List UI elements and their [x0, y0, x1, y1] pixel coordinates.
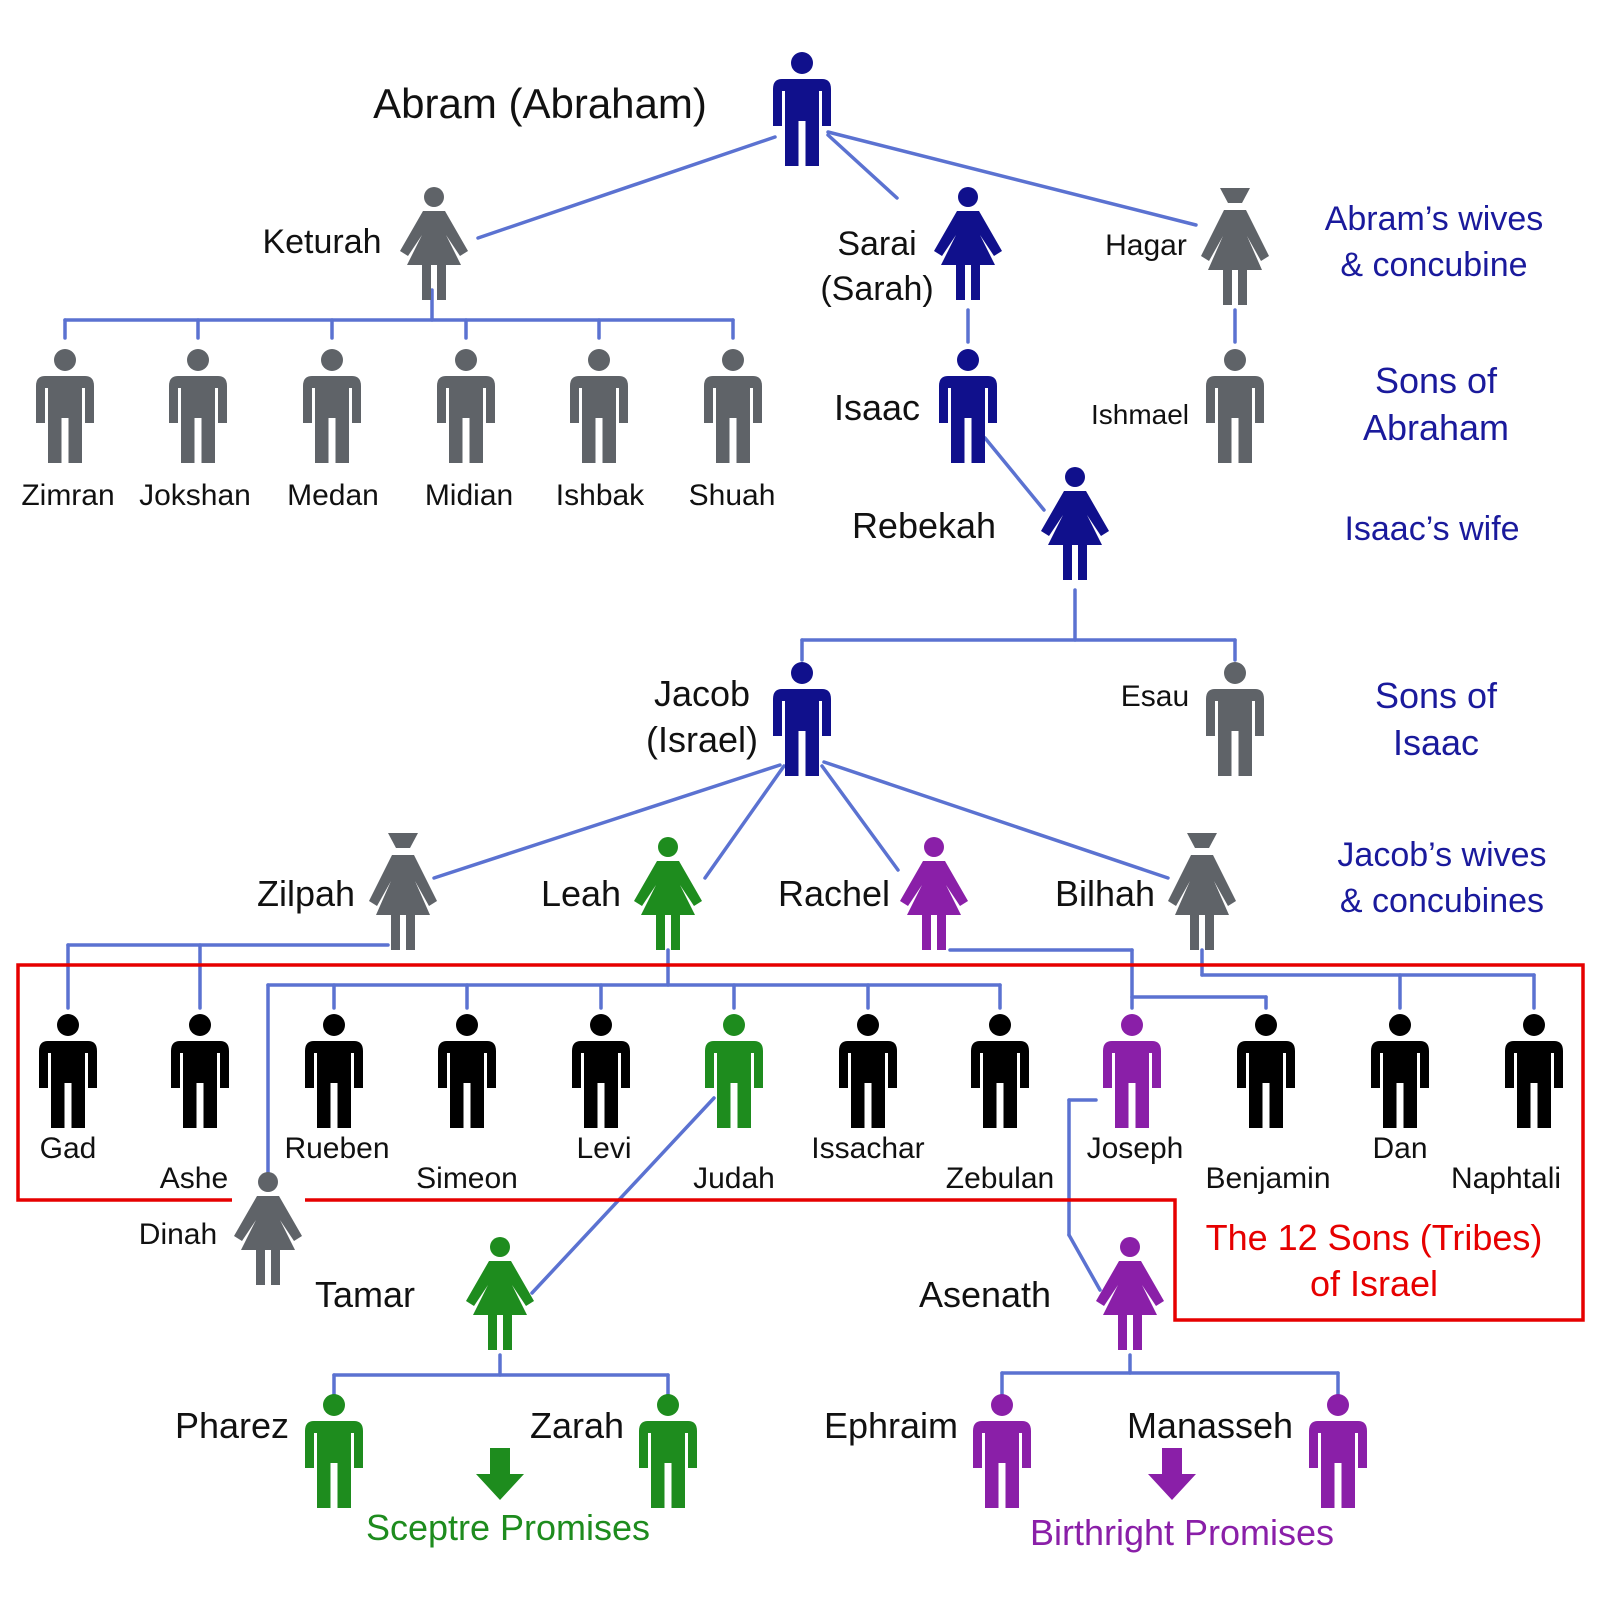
birthright-arrow-icon — [1148, 1448, 1196, 1500]
judah-figure — [705, 1014, 763, 1128]
issachar-figure — [839, 1014, 897, 1128]
label-sons-of-abraham-line2: Abraham — [1363, 407, 1509, 448]
label-joseph: Joseph — [1087, 1132, 1184, 1165]
ishmael-figure — [1206, 349, 1264, 463]
rachel-figure — [900, 837, 968, 950]
label-benjamin: Benjamin — [1205, 1162, 1330, 1195]
dan-figure — [1371, 1014, 1429, 1128]
label-sons-of-abraham-line1: Sons of — [1375, 360, 1498, 401]
joseph-figure — [1103, 1014, 1161, 1128]
tribes-caption-line1: The 12 Sons (Tribes) — [1206, 1217, 1543, 1258]
label-manasseh: Manasseh — [1127, 1405, 1293, 1446]
label-medan: Medan — [287, 479, 379, 512]
hagar-figure — [1201, 188, 1269, 305]
label-jacobs-wives-line2: & concubines — [1340, 882, 1544, 920]
name-labels: Abram (Abraham) Keturah Sarai (Sarah) Ha… — [21, 80, 1561, 1446]
label-ishbak: Ishbak — [556, 479, 645, 512]
ashe-figure — [171, 1014, 229, 1128]
levi-figure — [572, 1014, 630, 1128]
label-isaacs-wife: Isaac’s wife — [1344, 510, 1519, 548]
label-levi: Levi — [576, 1132, 631, 1165]
zilpah-figure — [369, 833, 437, 950]
jokshan-figure — [169, 349, 227, 463]
label-rebekah: Rebekah — [852, 505, 996, 546]
ishbak-figure — [570, 349, 628, 463]
benjamin-figure — [1237, 1014, 1295, 1128]
gad-figure — [39, 1014, 97, 1128]
label-dinah: Dinah — [139, 1218, 217, 1251]
label-sons-of-isaac-line1: Sons of — [1375, 675, 1498, 716]
label-abrams-wives-line2: & concubine — [1340, 246, 1527, 284]
label-tamar: Tamar — [315, 1274, 415, 1315]
ephraim-figure — [973, 1394, 1031, 1508]
tribes-box-border — [16, 963, 1585, 1322]
label-hagar: Hagar — [1105, 229, 1187, 262]
shuah-figure — [704, 349, 762, 463]
label-judah: Judah — [693, 1162, 775, 1195]
label-keturah: Keturah — [262, 223, 381, 261]
label-simeon: Simeon — [416, 1162, 518, 1195]
label-ephraim: Ephraim — [824, 1405, 958, 1446]
bilhah-figure — [1168, 833, 1236, 950]
rebekah-figure — [1041, 467, 1109, 580]
naphtali-figure — [1505, 1014, 1563, 1128]
label-zilpah: Zilpah — [257, 873, 355, 914]
birthright-promises-label: Birthright Promises — [1030, 1512, 1334, 1553]
label-leah: Leah — [541, 873, 621, 914]
jacob-figure — [773, 662, 831, 776]
label-jacob-line1: Jacob — [654, 673, 750, 714]
connector-lines — [63, 130, 1536, 1397]
simeon-figure — [438, 1014, 496, 1128]
isaac-figure — [939, 349, 997, 463]
sarai-figure — [934, 187, 1002, 300]
label-jacob-line2: (Israel) — [646, 719, 758, 760]
sceptre-arrow-icon — [476, 1448, 524, 1500]
label-zarah: Zarah — [530, 1405, 624, 1446]
leah-figure — [634, 837, 702, 950]
label-jacobs-wives-line1: Jacob’s wives — [1337, 836, 1546, 874]
label-sarai-line2: (Sarah) — [820, 270, 933, 308]
label-jokshan: Jokshan — [139, 479, 251, 512]
asenath-figure — [1096, 1237, 1164, 1350]
generation-labels: Abram’s wives & concubine Sons of Abraha… — [1325, 200, 1547, 920]
label-asenath: Asenath — [919, 1274, 1051, 1315]
label-rueben: Rueben — [284, 1132, 389, 1165]
label-sons-of-isaac-line2: Isaac — [1393, 722, 1479, 763]
abram-figure — [773, 52, 831, 166]
medan-figure — [303, 349, 361, 463]
label-bilhah: Bilhah — [1055, 873, 1155, 914]
label-ishmael: Ishmael — [1091, 399, 1189, 430]
tamar-figure — [466, 1237, 534, 1350]
tribes-caption-line2: of Israel — [1310, 1263, 1438, 1304]
manasseh-figure — [1309, 1394, 1367, 1508]
label-gad: Gad — [40, 1132, 97, 1165]
label-zebulan: Zebulan — [946, 1162, 1054, 1195]
label-dan: Dan — [1372, 1132, 1427, 1165]
midian-figure — [437, 349, 495, 463]
label-shuah: Shuah — [689, 479, 776, 512]
label-midian: Midian — [425, 479, 513, 512]
label-pharez: Pharez — [175, 1405, 289, 1446]
label-isaac: Isaac — [834, 387, 920, 428]
label-rachel: Rachel — [778, 873, 890, 914]
label-sarai-line1: Sarai — [837, 225, 916, 263]
zimran-figure — [36, 349, 94, 463]
label-issachar: Issachar — [811, 1132, 924, 1165]
keturah-figure — [400, 187, 468, 300]
label-zimran: Zimran — [21, 479, 114, 512]
label-naphtali: Naphtali — [1451, 1162, 1561, 1195]
esau-figure — [1206, 662, 1264, 776]
dinah-figure — [234, 1172, 302, 1285]
label-ashe: Ashe — [160, 1162, 228, 1195]
label-abram: Abram (Abraham) — [373, 80, 707, 127]
rueben-figure — [305, 1014, 363, 1128]
label-esau: Esau — [1121, 680, 1189, 713]
zebulan-figure — [971, 1014, 1029, 1128]
pharez-figure — [305, 1394, 363, 1508]
sceptre-promises-label: Sceptre Promises — [366, 1507, 650, 1548]
label-abrams-wives-line1: Abram’s wives — [1325, 200, 1544, 238]
zarah-figure — [639, 1394, 697, 1508]
